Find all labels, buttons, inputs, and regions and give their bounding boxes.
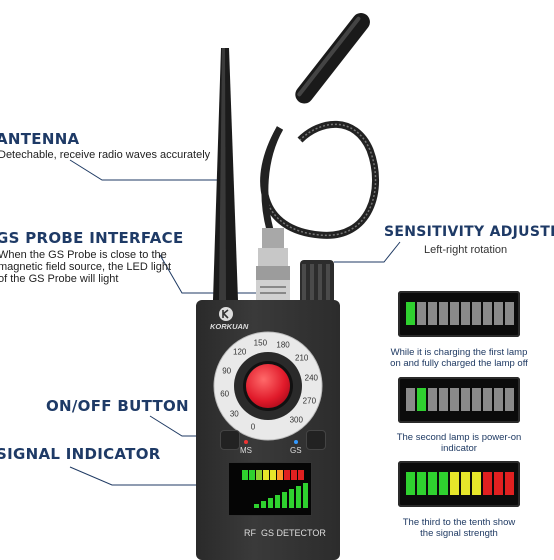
screen-bar: [277, 470, 283, 480]
dial-tick-label: 300: [289, 415, 303, 425]
panel-caption-3a: The third to the tenth show: [402, 517, 516, 528]
sensitivity-desc: Left-right rotation: [424, 244, 508, 256]
dial-tick-label: 60: [220, 389, 230, 399]
screen-strength-bar: [268, 498, 273, 508]
lamp-segment: [483, 388, 492, 411]
gs-probe-desc-1: When the GS Probe is close to the: [0, 249, 167, 261]
lamp-segment: [428, 388, 437, 411]
right-side-button[interactable]: [306, 430, 326, 450]
lamp-segment: [483, 302, 492, 325]
display-signal-bars: [232, 468, 308, 510]
gs-probe-title: GS PROBE INTERFACE: [0, 229, 184, 247]
screen-strength-bar: [303, 483, 308, 508]
screen-bar: [263, 470, 269, 480]
power-button[interactable]: [246, 364, 290, 408]
signal-indicator-title: SIGNAL INDICATOR: [0, 445, 161, 463]
dial-tick-label: 0: [250, 422, 256, 432]
lamp-segment: [461, 388, 470, 411]
lamp-segment: [406, 472, 415, 495]
screen-strength-bar: [289, 489, 294, 508]
dial-tick-label: 210: [295, 353, 309, 363]
screen-label: RF GS DETECTOR: [244, 528, 326, 538]
screen-bar: [298, 470, 304, 480]
gs-led: [294, 440, 298, 444]
dial-tick-label: 30: [229, 409, 239, 419]
ms-led: [244, 440, 248, 444]
dial-tick-label: 150: [253, 338, 268, 348]
lamp-segment: [439, 472, 448, 495]
lamp-segment: [450, 302, 459, 325]
lamp-segment: [494, 302, 503, 325]
lamp-segment: [439, 388, 448, 411]
lamp-segment: [461, 302, 470, 325]
dial-tick-label: 120: [233, 347, 247, 357]
screen-strength-bar: [261, 501, 266, 508]
screen-strength-bar: [282, 492, 287, 508]
panel-caption-2a: The second lamp is power-on: [396, 432, 522, 443]
lamp-segment: [472, 472, 481, 495]
lamp-segment: [417, 472, 426, 495]
lamp-panel-3: [398, 461, 520, 507]
on-off-title: ON/OFF BUTTON: [46, 397, 189, 415]
lamp-segment: [505, 302, 514, 325]
antenna-desc: Detechable, receive radio waves accurate…: [0, 149, 211, 161]
lamp-segment: [505, 388, 514, 411]
panel-caption-2b: indicator: [441, 443, 477, 454]
gs-probe-desc-3: of the GS Probe will light: [0, 273, 119, 285]
panel-caption-1b: on and fully charged the lamp off: [390, 358, 528, 369]
lamp-panel-2: [398, 377, 520, 423]
screen-bar: [291, 470, 297, 480]
lamp-segment: [483, 472, 492, 495]
sensitivity-title: SENSITIVITY ADJUSTER: [384, 224, 554, 240]
screen-bar: [256, 470, 262, 480]
lamp-segment: [428, 302, 437, 325]
lamp-segment: [472, 302, 481, 325]
lamp-segment: [428, 472, 437, 495]
lamp-segment: [450, 388, 459, 411]
dial-tick-label: 90: [222, 366, 232, 376]
lamp-segment: [417, 302, 426, 325]
lamp-segment: [406, 388, 415, 411]
lamp-segment: [406, 302, 415, 325]
screen-strength-bar: [254, 504, 259, 508]
screen-bar: [242, 470, 248, 480]
lamp-segment: [461, 472, 470, 495]
lamp-segment: [494, 388, 503, 411]
brand-label: KORKUAN: [210, 322, 249, 331]
lamp-segment: [439, 302, 448, 325]
ms-indicator-label: MS: [240, 446, 252, 455]
screen-strength-bar: [296, 486, 301, 508]
screen-bar: [284, 470, 290, 480]
screen-strength-bar: [275, 495, 280, 508]
dial-tick-label: 180: [276, 340, 290, 350]
panel-caption-1a: While it is charging the first lamp: [390, 347, 528, 358]
gs-indicator-label: GS: [290, 446, 302, 455]
lamp-segment: [450, 472, 459, 495]
dial-tick-label: 240: [304, 373, 319, 383]
gs-probe-desc-2: magnetic field source, the LED light: [0, 261, 172, 273]
antenna-title: ANTENNA: [0, 130, 80, 148]
brand-logo-icon: [219, 307, 233, 321]
lamp-segment: [472, 388, 481, 411]
dial-tick-label: 270: [302, 396, 317, 406]
lamp-segment: [494, 472, 503, 495]
screen-bar: [249, 470, 255, 480]
lamp-panel-1: [398, 291, 520, 337]
left-side-button[interactable]: [220, 430, 240, 450]
panel-caption-3b: the signal strength: [420, 528, 498, 539]
lamp-segment: [505, 472, 514, 495]
lamp-segment: [417, 388, 426, 411]
screen-bar: [270, 470, 276, 480]
